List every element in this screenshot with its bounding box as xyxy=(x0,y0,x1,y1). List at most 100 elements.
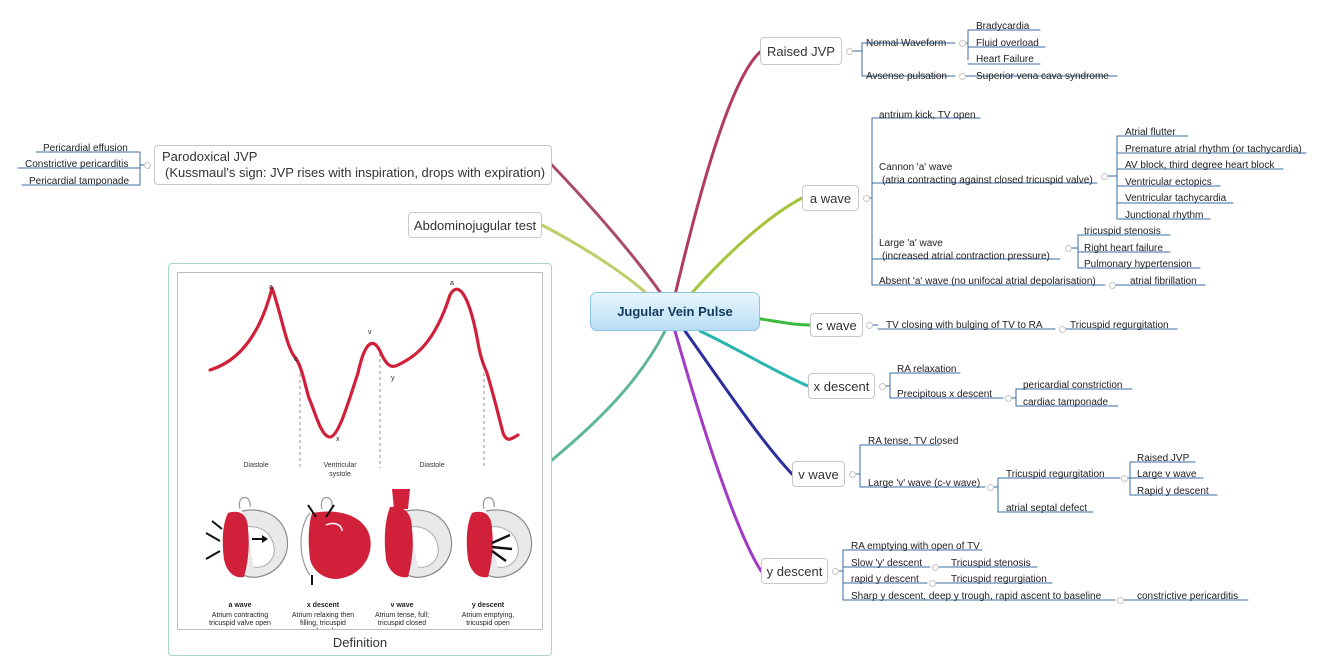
subtopic-tv-closing[interactable]: TV closing with bulging of TV to RA xyxy=(886,320,1043,331)
subtopic-pulmonary-hypertension[interactable]: Pulmonary hypertension xyxy=(1084,259,1192,270)
collapse-toggle[interactable] xyxy=(1005,395,1012,402)
collapse-toggle[interactable] xyxy=(1109,282,1116,289)
subtopic-absent-a-wave[interactable]: Absent 'a' wave (no unifocal atrial depo… xyxy=(879,276,1096,287)
branch-y-descent xyxy=(673,329,763,573)
subtopic-pericardial-tamponade[interactable]: Pericardial tamponade xyxy=(29,176,130,187)
subtopic-atrial-flutter[interactable]: Atrial flutter xyxy=(1125,127,1176,138)
caption-title-a-wave: a wave xyxy=(229,602,252,609)
caption-v-wave-line2: tricuspid closed xyxy=(378,620,426,627)
subtopic-fluid-overload[interactable]: Fluid overload xyxy=(976,38,1039,49)
phase-label-ventricular: Ventricular xyxy=(323,462,357,469)
collapse-toggle[interactable] xyxy=(849,471,856,478)
caption-x-descent-line2: filling, tricuspid xyxy=(300,620,346,627)
subtopic-ra-relaxation[interactable]: RA relaxation xyxy=(897,364,957,375)
subtopic-premature-atrial[interactable]: Premature atrial rhythm (or tachycardia) xyxy=(1125,144,1302,155)
collapse-toggle[interactable] xyxy=(1117,597,1124,604)
collapse-toggle[interactable] xyxy=(1101,173,1108,180)
subtopic-ventricular-ectopics[interactable]: Ventricular ectopics xyxy=(1125,177,1212,188)
collapse-toggle[interactable] xyxy=(959,73,966,80)
collapse-toggle[interactable] xyxy=(863,195,870,202)
subtopic-slow-y[interactable]: Slow 'y' descent xyxy=(851,558,923,569)
large-a-line2: (increased atrial contraction pressure) xyxy=(882,251,1050,262)
topic-definition[interactable]: a c x v y a Diastole Ventricular systole… xyxy=(168,263,552,656)
branch-raised-jvp xyxy=(673,50,762,297)
caption-x-descent-line3: closed xyxy=(313,628,333,629)
subtopic-absense-pulsation[interactable]: Avsense pulsation xyxy=(866,71,947,82)
collapse-toggle[interactable] xyxy=(932,564,939,571)
definition-image: a c x v y a Diastole Ventricular systole… xyxy=(177,272,543,635)
collapse-toggle[interactable] xyxy=(144,162,151,169)
topic-abdominojugular-test[interactable]: Abdominojugular test xyxy=(408,212,542,238)
caption-a-wave-line2: tricuspid valve open xyxy=(209,620,271,627)
branch-c-wave xyxy=(753,316,812,327)
subtopic-tricuspid-regurgitation-c[interactable]: Tricuspid regurgitation xyxy=(1070,320,1169,331)
branch-abdominojugular xyxy=(540,223,647,294)
collapse-toggle[interactable] xyxy=(929,580,936,587)
collapse-toggle[interactable] xyxy=(1121,475,1128,482)
subtopic-pericardial-effusion[interactable]: Pericardial effusion xyxy=(43,143,128,154)
topic-a-wave[interactable]: a wave xyxy=(802,185,859,211)
subtopic-sharp-y[interactable]: Sharp y descent, deep y trough, rapid as… xyxy=(851,591,1102,602)
central-topic[interactable]: Jugular Vein Pulse xyxy=(590,292,760,331)
topic-v-wave[interactable]: v wave xyxy=(792,461,845,487)
subtopic-precipitous-x[interactable]: Precipitous x descent xyxy=(897,389,993,400)
subtopic-cannon-a-wave[interactable]: Cannon 'a' wave (atria contracting again… xyxy=(879,161,1093,187)
subtopic-cardiac-tamponade[interactable]: cardiac tamponade xyxy=(1023,397,1109,408)
subtopic-normal-waveform[interactable]: Normal Waveform xyxy=(866,38,947,49)
subtopic-svc-syndrome[interactable]: Superior vena cava syndrome xyxy=(976,71,1109,82)
topic-y-descent[interactable]: y descent xyxy=(761,558,828,584)
subtopic-large-a-wave[interactable]: Large 'a' wave (increased atrial contrac… xyxy=(879,237,1050,263)
branch-v-wave xyxy=(683,329,794,476)
collapse-toggle[interactable] xyxy=(866,322,873,329)
subtopic-atrial-fibrillation[interactable]: atrial fibrillation xyxy=(1130,276,1197,287)
subtopic-pericardial-constriction[interactable]: pericardial constriction xyxy=(1023,380,1123,391)
subtopic-heart-failure[interactable]: Heart Failure xyxy=(976,54,1034,65)
phase-label-diastole: Diastole xyxy=(243,462,268,469)
subtopic-tricuspid-regurgiation-y[interactable]: Tricuspid regurgiation xyxy=(951,574,1047,585)
subtopic-constrictive-pericarditis[interactable]: constrictive pericarditis xyxy=(1137,591,1239,602)
subtopic-tricuspid-stenosis-y[interactable]: Tricuspid stenosis xyxy=(951,558,1031,569)
caption-title-x-descent: x descent xyxy=(307,602,340,609)
topic-c-wave[interactable]: c wave xyxy=(810,313,863,337)
branch-paradoxical-jvp xyxy=(550,163,662,294)
collapse-toggle[interactable] xyxy=(846,48,853,55)
topic-x-descent[interactable]: x descent xyxy=(808,373,875,399)
subtopic-tricuspid-regurgitation-v[interactable]: Tricuspid regurgitation xyxy=(1006,469,1105,480)
subtopic-av-block[interactable]: AV block, third degree heart block xyxy=(1125,160,1275,171)
subtopic-bradycardia[interactable]: Bradycardia xyxy=(976,21,1030,32)
branch-x-descent xyxy=(698,329,810,388)
subtopic-rapid-y-descent-v[interactable]: Rapid y descent xyxy=(1137,486,1209,497)
subtopic-tricuspid-stenosis-a[interactable]: tricuspid stenosis xyxy=(1084,226,1161,237)
caption-y-descent-line2: tricuspid open xyxy=(466,620,510,627)
topic-paradoxical-jvp[interactable]: Parodoxical JVP (Kussmaul's sign: JVP ri… xyxy=(154,145,552,185)
subtopic-large-v-wave[interactable]: Large 'v' wave (c-v wave) xyxy=(868,478,981,489)
caption-x-descent-line1: Atrium relaxing then xyxy=(292,612,354,619)
caption-v-wave-line1: Atrium tense, full; xyxy=(375,612,429,619)
wave-label-c: c xyxy=(294,356,298,363)
topic-raised-jvp[interactable]: Raised JVP xyxy=(760,37,842,65)
subtopic-atrium-kick[interactable]: antrium kick, TV open xyxy=(879,110,976,121)
subtopic-atrial-septal-defect[interactable]: atrial septal defect xyxy=(1006,503,1088,514)
subtopic-ra-tense[interactable]: RA tense, TV closed xyxy=(868,436,959,447)
subtopic-raised-jvp-v[interactable]: Raised JVP xyxy=(1137,453,1190,464)
collapse-toggle[interactable] xyxy=(879,383,886,390)
subtopic-large-v[interactable]: Large v wave xyxy=(1137,469,1197,480)
collapse-toggle[interactable] xyxy=(987,484,994,491)
subtopic-ventricular-tachycardia[interactable]: Ventricular tachycardia xyxy=(1125,193,1227,204)
wave-label-y: y xyxy=(391,375,395,382)
subtopic-constrictive-pericarditis-p[interactable]: Constrictive pericarditis xyxy=(25,159,129,170)
subtopic-rapid-y[interactable]: rapid y descent xyxy=(851,574,919,585)
subtopic-junctional-rhythm[interactable]: Junctional rhythm xyxy=(1125,210,1204,221)
caption-title-v-wave: v wave xyxy=(391,602,414,609)
branch-a-wave xyxy=(688,196,804,297)
subtopic-right-heart-failure[interactable]: Right heart failure xyxy=(1084,243,1163,254)
cannon-line1: Cannon 'a' wave xyxy=(879,162,953,173)
collapse-toggle[interactable] xyxy=(832,568,839,575)
subtopic-ra-emptying[interactable]: RA emptying with open of TV xyxy=(851,541,980,552)
collapse-toggle[interactable] xyxy=(959,40,966,47)
collapse-toggle[interactable] xyxy=(1065,245,1072,252)
collapse-toggle[interactable] xyxy=(1059,326,1066,333)
heart-illustration-y-descent xyxy=(466,496,533,578)
